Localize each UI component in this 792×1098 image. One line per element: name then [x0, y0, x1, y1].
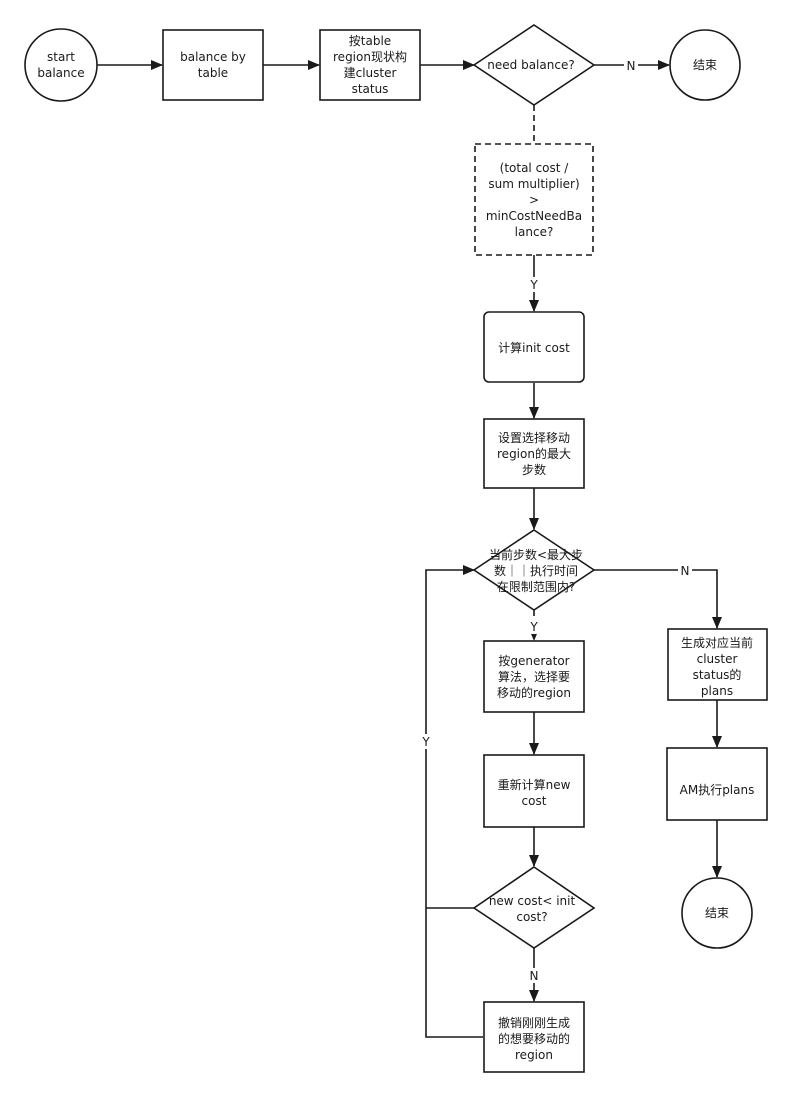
start-node: start balance	[24, 28, 98, 102]
edge-label-n-compare: N	[530, 969, 539, 983]
label-line: 结束	[705, 906, 729, 920]
am-exec-label: AM执行plans	[680, 783, 755, 797]
balance-by-table-node: balance by table	[162, 29, 264, 101]
label-line: table	[198, 66, 228, 80]
loop-condition-decision: 当前步数<最大步数｜｜执行时间在限制范围内?	[472, 529, 596, 611]
edge-labels: N Y Y N N Y	[419, 58, 692, 983]
label-line: 步数	[522, 462, 546, 477]
end-bottom-node: 结束	[681, 877, 753, 949]
undo-label: 撤销刚刚生成的想要移动的 region	[498, 1015, 570, 1062]
label-line: 当前步数<最大步	[489, 547, 583, 562]
label-line: 建cluster	[344, 66, 397, 80]
am-exec-node: AM执行plans	[666, 747, 768, 821]
label-line: 计算init cost	[498, 340, 570, 355]
label-line: 按table	[349, 34, 391, 48]
edge-label-n-top: N	[627, 59, 636, 73]
label-line: cost	[522, 794, 547, 808]
cost-compare-decision: new cost< init cost?	[472, 866, 596, 949]
cost-check-label: (total cost / sum multiplier) > minCostNeed…	[486, 161, 582, 239]
label-line: region现状构	[333, 49, 407, 64]
end-top-node: 结束	[669, 29, 741, 101]
start-node-label: start balance	[37, 50, 84, 80]
end-bottom-label: 结束	[705, 906, 729, 920]
need-balance-decision: need balance?	[472, 24, 596, 106]
end-top-label: 结束	[693, 58, 717, 72]
edge-label-y-back: Y	[421, 735, 430, 749]
loop-condition-label: 当前步数<最大步数｜｜执行时间在限制范围内?	[489, 547, 583, 594]
undo-node: 撤销刚刚生成的想要移动的 region	[483, 1001, 585, 1073]
label-line: >	[529, 193, 539, 207]
label-line: balance by	[180, 50, 246, 64]
label-line: 结束	[693, 58, 717, 72]
label-line: 按generator	[498, 654, 569, 668]
label-line: plans	[701, 684, 733, 698]
label-line: new cost< init	[489, 894, 576, 908]
label-line: need balance?	[487, 58, 574, 72]
label-line: 数｜｜执行时间	[494, 563, 578, 578]
label-line: lance?	[515, 225, 554, 239]
label-line: cluster	[697, 652, 738, 666]
label-line: (total cost /	[500, 161, 570, 175]
edge-label-y-cost: Y	[529, 278, 538, 292]
label-line: status	[352, 82, 389, 96]
label-line: start	[47, 50, 75, 64]
edge-label-y-loop: Y	[529, 620, 538, 634]
label-line: AM执行plans	[680, 783, 755, 797]
label-line: 的想要移动的	[498, 1031, 570, 1046]
label-line: cost?	[516, 910, 547, 924]
label-line: minCostNeedBa	[486, 209, 582, 223]
edge-label-n-loop: N	[681, 564, 690, 578]
label-line: 设置选择移动	[498, 431, 570, 445]
label-line: 在限制范围内?	[497, 580, 575, 594]
label-line: 生成对应当前	[681, 635, 753, 650]
balance-by-table-label: balance by table	[180, 50, 246, 80]
recalc-node: 重新计算new cost	[483, 754, 585, 828]
label-line: region	[515, 1048, 553, 1062]
recalc-label: 重新计算new cost	[498, 777, 571, 808]
edge-undo-back-to-loop	[425, 565, 483, 1038]
calc-init-node: 计算init cost	[483, 311, 585, 383]
label-line: region的最大	[497, 446, 571, 461]
label-line: balance	[37, 66, 84, 80]
edges	[97, 60, 722, 1038]
label-line: 重新计算new	[498, 777, 571, 792]
label-line: 撤销刚刚生成	[498, 1015, 570, 1030]
cost-compare-label: new cost< init cost?	[489, 894, 576, 924]
label-line: sum multiplier)	[488, 177, 579, 191]
label-line: 算法，选择要	[498, 669, 570, 684]
calc-init-label: 计算init cost	[498, 340, 570, 355]
label-line: status的	[693, 667, 742, 682]
cost-check-node: (total cost / sum multiplier) > minCostNeed…	[474, 143, 594, 256]
need-balance-label: need balance?	[487, 58, 574, 72]
edge-loop-to-gen-plans	[594, 569, 722, 629]
label-line: 移动的region	[497, 685, 571, 700]
